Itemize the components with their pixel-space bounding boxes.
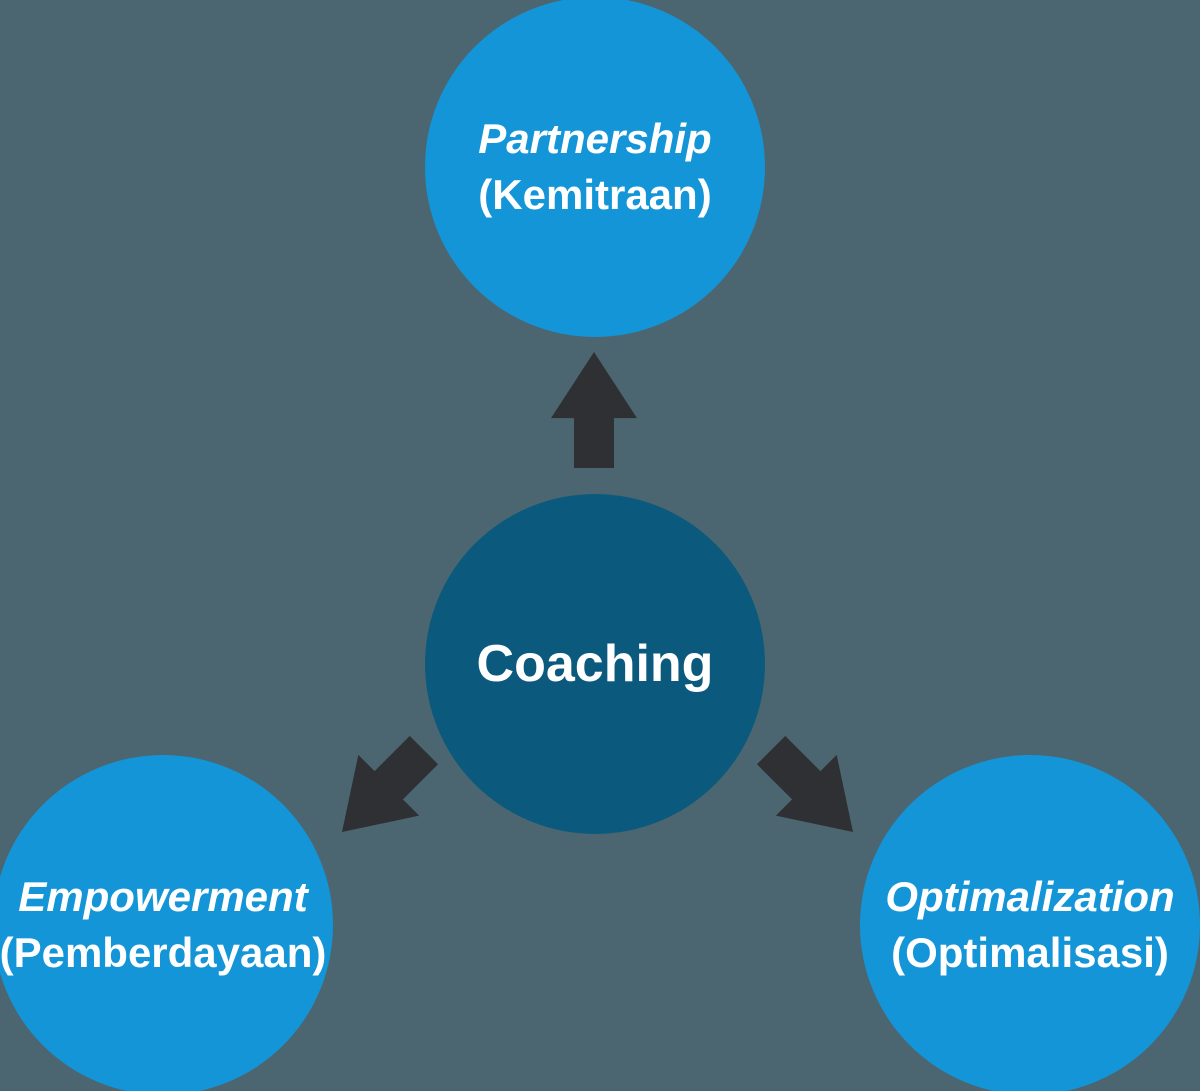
arrow-down-left-icon [312,720,455,863]
node-optimalization-subtitle: (Optimalisasi) [891,929,1169,976]
node-partnership: Partnership (Kemitraan) [425,0,765,337]
node-coaching-center: Coaching [425,494,765,834]
node-partnership-title: Partnership [478,115,712,162]
node-optimalization: Optimalization (Optimalisasi) [860,755,1200,1091]
node-coaching-label: Coaching [476,635,714,693]
node-optimalization-title: Optimalization [885,873,1175,920]
arrow-up-icon [551,352,637,468]
node-empowerment-title: Empowerment [18,873,308,920]
node-empowerment-subtitle: (Pemberdayaan) [0,929,327,976]
node-partnership-subtitle: (Kemitraan) [478,171,712,218]
node-empowerment: Empowerment (Pemberdayaan) [0,755,333,1091]
arrow-down-right-icon [741,720,884,863]
